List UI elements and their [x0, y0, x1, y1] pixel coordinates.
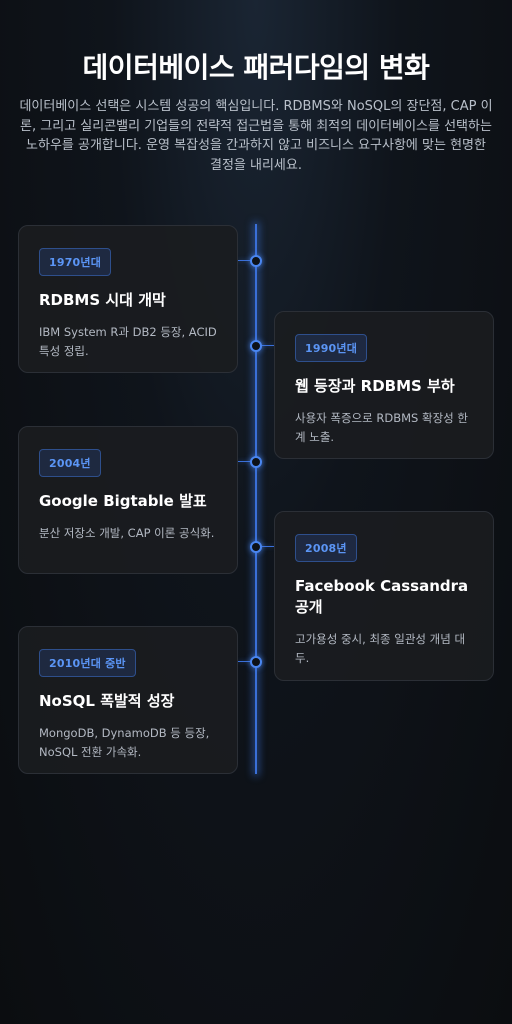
card-title: NoSQL 폭발적 성장 [39, 692, 175, 710]
card-text: MongoDB, DynamoDB 등 등장, NoSQL 전환 가속화. [39, 726, 210, 759]
timeline-card: 1990년대 웹 등장과 RDBMS 부하 사용자 폭증으로 RDBMS 확장성… [274, 311, 494, 459]
timeline-card: 2008년 Facebook Cassandra 공개 고가용성 중시, 최종 … [274, 511, 494, 681]
page-description: 데이터베이스 선택은 시스템 성공의 핵심입니다. RDBMS와 NoSQL의 … [19, 99, 493, 173]
timeline-connector [256, 546, 274, 547]
timeline-line [255, 224, 257, 774]
year-badge: 1970년대 [39, 248, 112, 276]
year-badge: 1990년대 [295, 334, 368, 362]
timeline-dot [250, 340, 262, 352]
timeline-dot [250, 255, 262, 267]
timeline-connector [238, 260, 256, 261]
timeline-dot [250, 656, 262, 668]
card-title: 웹 등장과 RDBMS 부하 [295, 377, 455, 395]
timeline-connector [256, 345, 274, 346]
year-badge: 2004년 [39, 449, 101, 477]
timeline-card: 2004년 Google Bigtable 발표 분산 저장소 개발, CAP … [18, 426, 238, 574]
timeline-card: 1970년대 RDBMS 시대 개막 IBM System R과 DB2 등장,… [18, 225, 238, 373]
card-text: IBM System R과 DB2 등장, ACID 특성 정립. [39, 325, 217, 358]
card-title: Google Bigtable 발표 [39, 492, 207, 510]
timeline-connector [238, 461, 256, 462]
timeline-card: 2010년대 중반 NoSQL 폭발적 성장 MongoDB, DynamoDB… [18, 626, 238, 774]
card-text: 고가용성 중시, 최종 일관성 개념 대두. [295, 632, 466, 665]
year-badge: 2010년대 중반 [39, 649, 136, 677]
card-text: 분산 저장소 개발, CAP 이론 공식화. [39, 526, 215, 540]
card-title: RDBMS 시대 개막 [39, 291, 166, 309]
timeline-connector [238, 661, 256, 662]
card-text: 사용자 폭증으로 RDBMS 확장성 한계 노출. [295, 411, 468, 444]
timeline-dot [250, 456, 262, 468]
timeline-dot [250, 541, 262, 553]
year-badge: 2008년 [295, 534, 357, 562]
page-title: 데이터베이스 패러다임의 변화 [82, 51, 430, 84]
card-title: Facebook Cassandra 공개 [295, 577, 469, 616]
